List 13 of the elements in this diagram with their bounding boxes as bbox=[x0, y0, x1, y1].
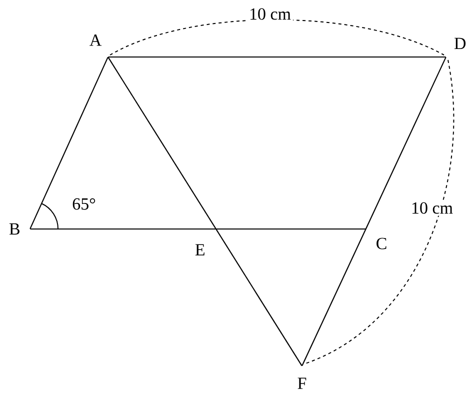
vertex-label: D bbox=[454, 38, 466, 50]
line-segment bbox=[30, 56, 108, 230]
measurement-label: 10 cm bbox=[247, 6, 293, 22]
measurement-label: 65° bbox=[72, 198, 96, 210]
vertex-label: E bbox=[195, 244, 204, 256]
line-segment bbox=[108, 56, 302, 366]
line-segment bbox=[108, 56, 446, 58]
line-segment bbox=[30, 228, 366, 230]
vertex-label: B bbox=[9, 223, 20, 235]
vertex-label: F bbox=[298, 378, 306, 389]
vertex-label: C bbox=[376, 238, 386, 250]
measurement-label: 10 cm bbox=[409, 200, 455, 216]
vertex-label: A bbox=[90, 34, 102, 46]
